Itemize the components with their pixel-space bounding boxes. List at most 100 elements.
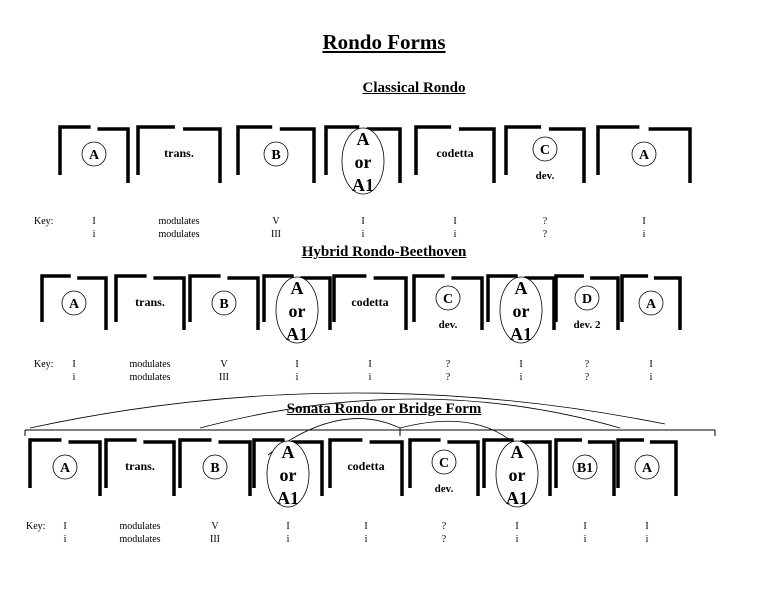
key-major: modulates bbox=[158, 216, 200, 227]
section-block: trans. bbox=[104, 438, 176, 496]
key-minor: i bbox=[286, 534, 290, 545]
bracket-left bbox=[136, 125, 175, 175]
bracket-right bbox=[648, 127, 692, 183]
key-minor: modulates bbox=[119, 534, 161, 545]
bracket-left bbox=[188, 274, 221, 322]
block-label: C bbox=[443, 292, 453, 307]
key-major: modulates bbox=[129, 359, 171, 370]
key-minor: i bbox=[368, 372, 372, 383]
bracket-left bbox=[554, 274, 584, 322]
label-circle bbox=[52, 454, 78, 480]
bracket-right bbox=[447, 440, 480, 496]
key-cell: ?? bbox=[442, 520, 446, 546]
key-label: Key: bbox=[34, 359, 54, 370]
section-block: A bbox=[620, 274, 682, 330]
bracket-left bbox=[40, 274, 71, 322]
key-major: ? bbox=[441, 521, 447, 532]
key-minor: i bbox=[515, 534, 519, 545]
label-circle bbox=[634, 454, 660, 480]
key-cell: ?? bbox=[446, 358, 450, 384]
block-label: B bbox=[219, 297, 228, 312]
block-label: B bbox=[210, 461, 219, 476]
bracket-left bbox=[236, 125, 273, 175]
block-label: codetta bbox=[351, 295, 388, 309]
block-sublabel: dev. bbox=[536, 170, 555, 182]
bracket-left bbox=[620, 274, 649, 322]
key-major: ? bbox=[542, 216, 548, 227]
block-label: trans. bbox=[135, 295, 165, 309]
label-oval bbox=[266, 440, 310, 508]
key-major: I bbox=[642, 216, 646, 227]
label-circle bbox=[435, 285, 461, 311]
block-label: A bbox=[60, 461, 71, 476]
block-label: A bbox=[69, 297, 80, 312]
bracket-right bbox=[590, 276, 620, 330]
section-block: trans. bbox=[136, 125, 222, 183]
key-minor: i bbox=[583, 534, 587, 545]
label-circle bbox=[202, 454, 228, 480]
key-minor: ? bbox=[542, 229, 548, 240]
key-minor: i bbox=[364, 534, 368, 545]
block-label: B1 bbox=[577, 461, 593, 476]
label-circle bbox=[431, 449, 457, 475]
bracket-left bbox=[28, 438, 62, 488]
bracket-right bbox=[649, 440, 678, 496]
key-minor: ? bbox=[584, 372, 590, 383]
block-label: A bbox=[89, 148, 100, 163]
bracket-right bbox=[153, 276, 186, 330]
bracket-left bbox=[324, 125, 360, 175]
bracket-left bbox=[616, 438, 645, 488]
section-block: A bbox=[616, 438, 678, 496]
block-label: codetta bbox=[436, 146, 473, 160]
label-circle bbox=[211, 290, 237, 316]
section-block: codetta bbox=[414, 125, 496, 183]
key-major: I bbox=[519, 359, 523, 370]
bracket-right bbox=[68, 440, 102, 496]
key-major: I bbox=[515, 521, 519, 532]
key-minor: i bbox=[453, 229, 457, 240]
bracket-right bbox=[183, 127, 222, 183]
label-circle bbox=[263, 141, 289, 167]
key-minor: ? bbox=[445, 372, 451, 383]
label-circle bbox=[532, 136, 558, 162]
section-block: A bbox=[58, 125, 130, 183]
key-minor: modulates bbox=[129, 372, 171, 383]
bracket-right bbox=[218, 440, 252, 496]
block-sublabel: dev. bbox=[439, 319, 458, 331]
section-block: B bbox=[178, 438, 252, 496]
label-circle bbox=[574, 285, 600, 311]
key-major: modulates bbox=[119, 521, 161, 532]
label-circle bbox=[631, 141, 657, 167]
bracket-left bbox=[262, 274, 294, 322]
section-heading-classical: Classical Rondo bbox=[362, 80, 466, 96]
key-cell: ?? bbox=[543, 215, 547, 241]
bracket-left bbox=[114, 274, 147, 322]
key-major: I bbox=[92, 216, 96, 227]
bridge-arcs bbox=[29, 392, 666, 456]
key-minor: i bbox=[649, 372, 653, 383]
key-minor: III bbox=[219, 372, 229, 383]
bracket-right bbox=[587, 440, 616, 496]
block-label: A bbox=[646, 297, 657, 312]
block-sublabel: dev. 2 bbox=[574, 319, 601, 331]
key-major: I bbox=[453, 216, 457, 227]
key-major: V bbox=[211, 521, 219, 532]
section-heading-hybrid: Hybrid Rondo-Beethoven bbox=[301, 244, 467, 260]
bracket-right bbox=[524, 276, 556, 330]
section-block: codetta bbox=[328, 438, 404, 496]
